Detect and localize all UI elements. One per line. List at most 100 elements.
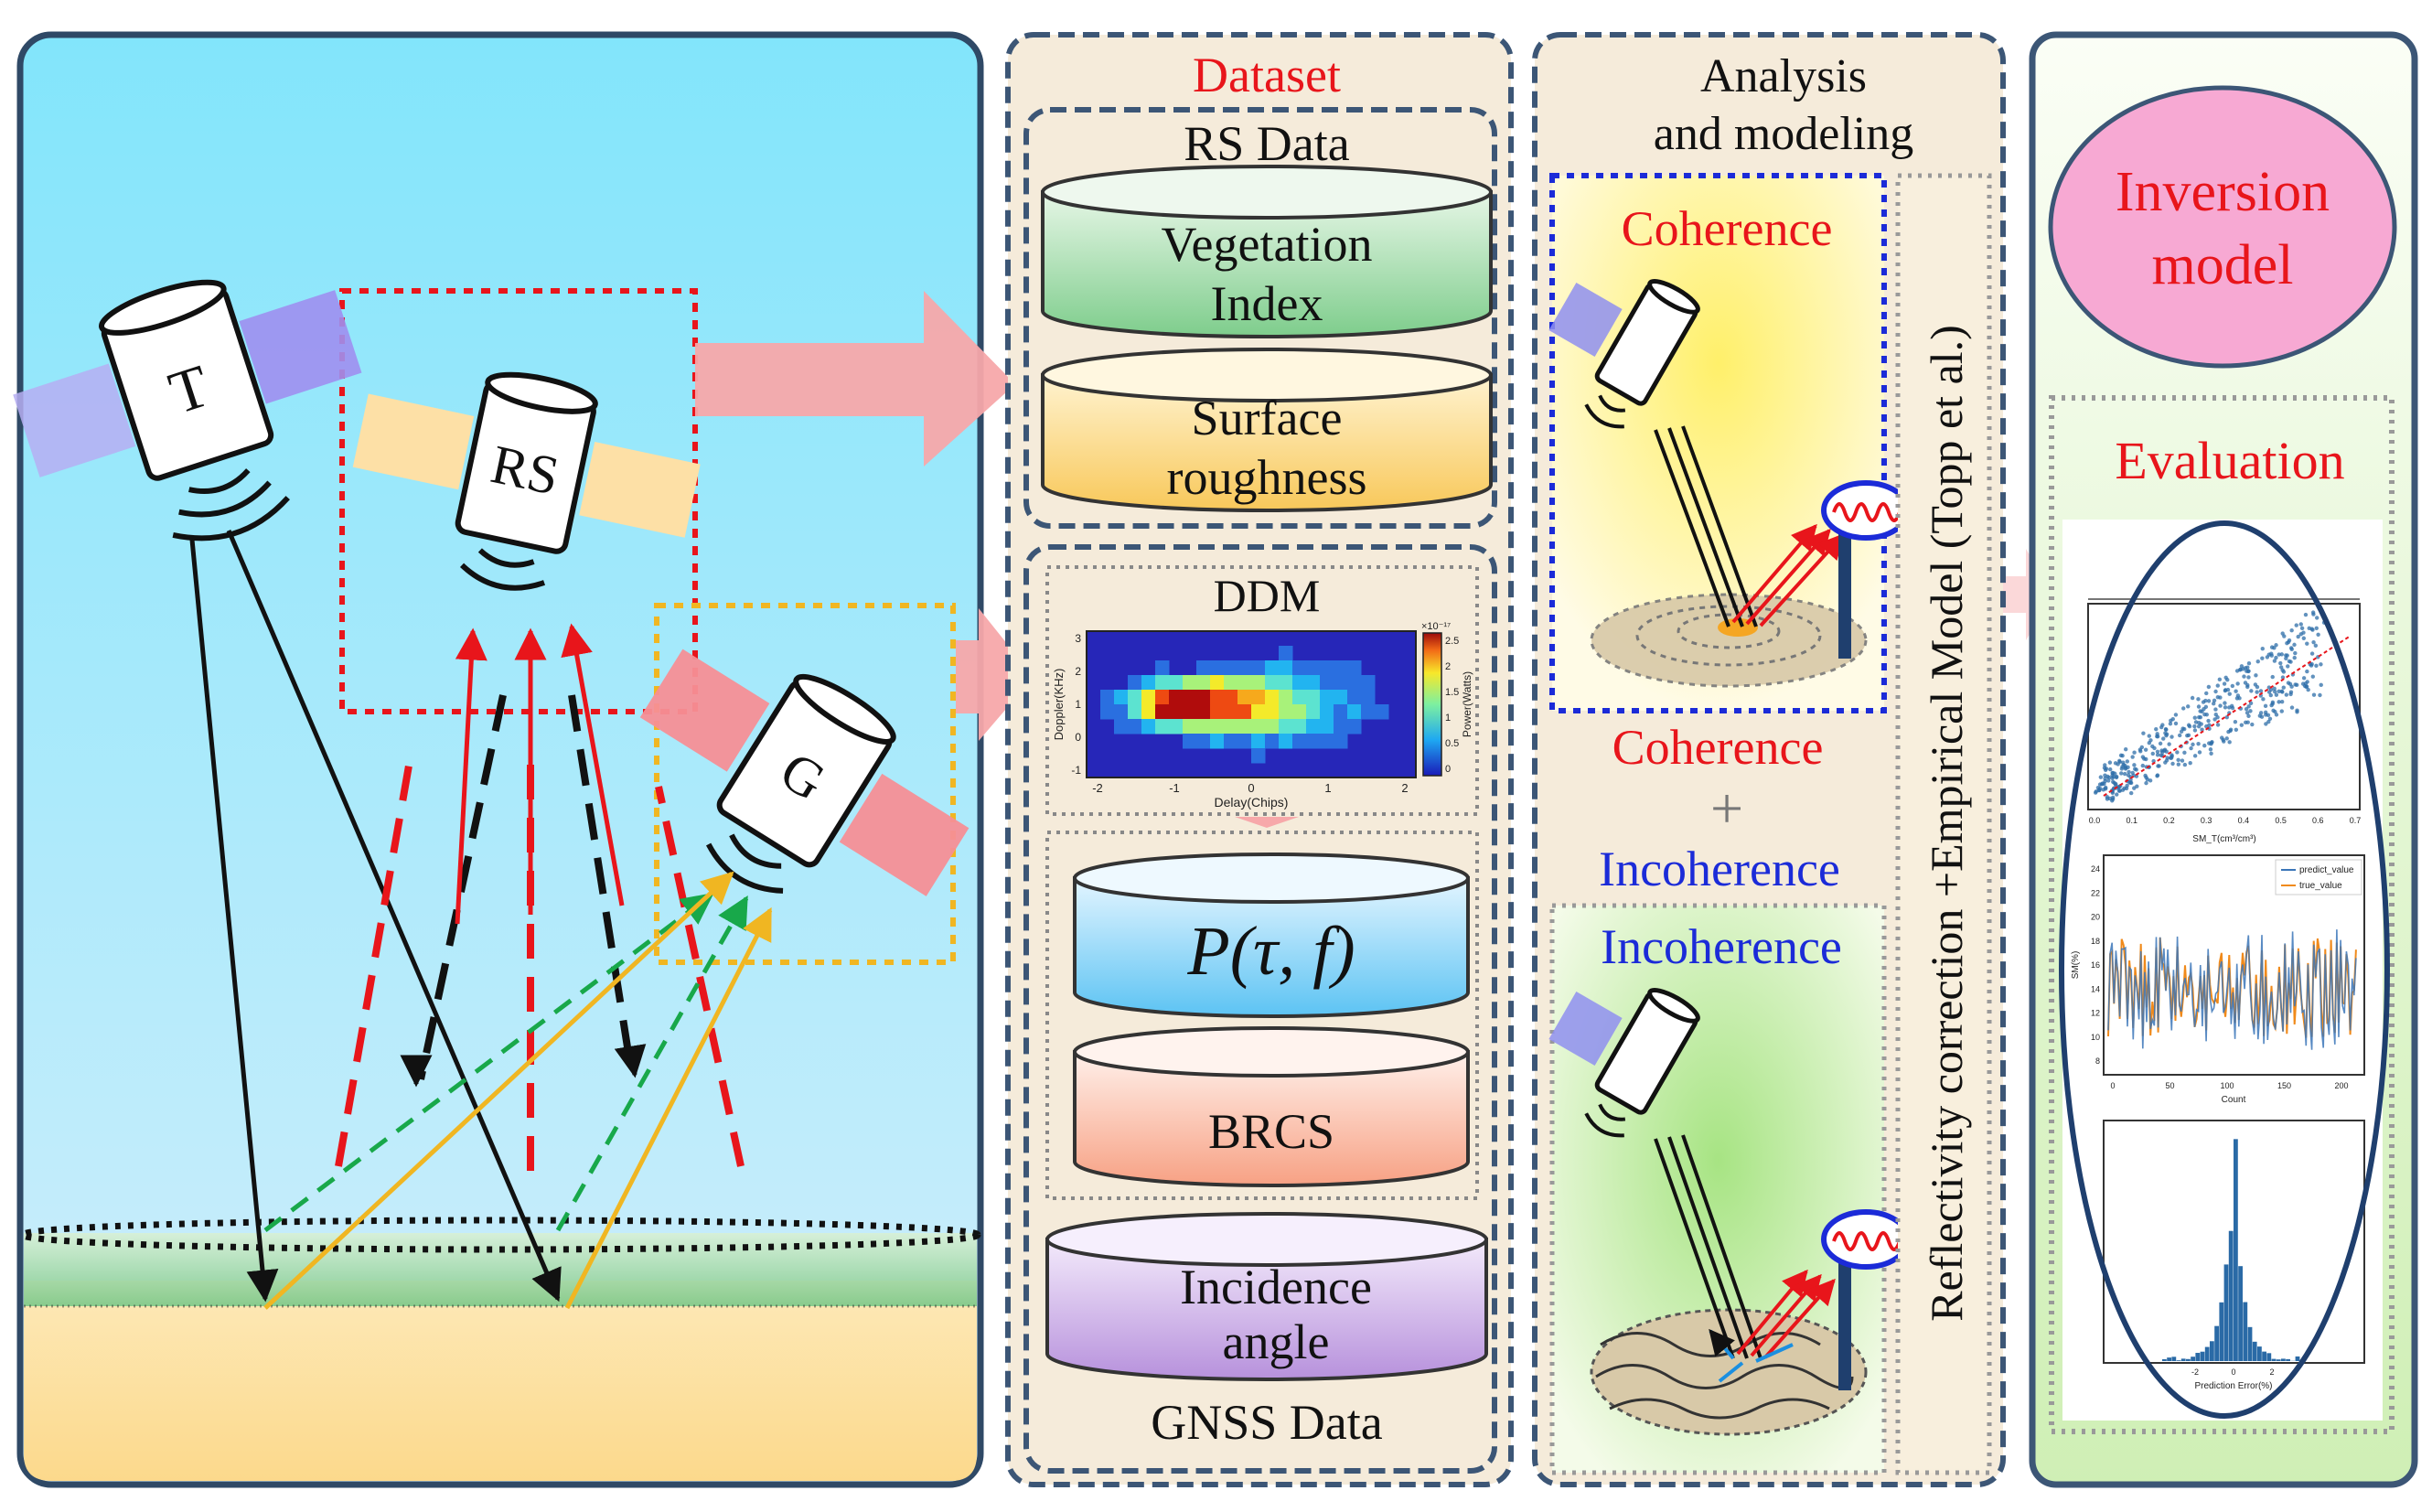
ddm-cell — [1347, 690, 1362, 705]
scatter-point — [2254, 673, 2258, 678]
scatter-x-tick-label: 0.1 — [2126, 816, 2137, 825]
scatter-point — [2206, 718, 2211, 724]
ddm-cell — [1183, 719, 1197, 735]
ddm-y-tick-label: -1 — [1071, 764, 1081, 777]
surface-roughness-cylinder: Surface roughness — [1041, 348, 1493, 512]
ddm-cell — [1292, 734, 1307, 749]
ddm-cell — [1279, 704, 1293, 720]
ddm-cell — [1306, 719, 1321, 735]
ddm-cell — [1128, 704, 1142, 720]
scatter-point — [2303, 612, 2309, 617]
ddm-cell — [1292, 704, 1307, 720]
scatter-point — [2111, 779, 2116, 784]
scatter-point — [2182, 762, 2188, 767]
scatter-point — [2284, 692, 2289, 697]
ddm-cell — [1183, 690, 1197, 705]
ddm-colorbar-tick-label: 0 — [1445, 764, 1451, 775]
scatter-point — [2213, 689, 2218, 694]
scatter-point — [2278, 665, 2284, 670]
histogram-bar — [2252, 1341, 2257, 1361]
scatter-point — [2230, 683, 2235, 689]
evaluation-plots-oval — [2059, 520, 2390, 1419]
ddm-cell — [1128, 690, 1142, 705]
ddm-cell — [1265, 704, 1280, 720]
scatter-point — [2305, 669, 2309, 674]
scatter-point — [2246, 713, 2251, 719]
ddm-cell — [1334, 704, 1348, 720]
scatter-point — [2281, 685, 2286, 690]
ddm-cell — [1292, 675, 1307, 691]
ddm-cell — [1251, 690, 1266, 705]
scatter-point — [2301, 636, 2307, 640]
ddm-cell — [1320, 675, 1334, 691]
ddm-cell — [1375, 704, 1389, 720]
ddm-cell — [1224, 704, 1238, 720]
histogram-bar — [2281, 1358, 2286, 1361]
scatter-point — [2295, 708, 2299, 713]
histogram-bar — [2266, 1353, 2272, 1361]
ddm-cell — [1265, 719, 1280, 735]
scatter-point — [2180, 758, 2185, 763]
scatter-point — [2110, 795, 2116, 799]
scatter-point — [2180, 726, 2185, 731]
scatter-point — [2143, 747, 2148, 752]
vegetation-line2: Index — [1211, 276, 1323, 331]
ddm-cell — [1251, 719, 1266, 735]
ddm-x-tick-label: -1 — [1169, 781, 1180, 795]
ddm-cell — [1224, 719, 1238, 735]
histogram-bar — [2195, 1353, 2201, 1361]
scatter-point — [2215, 723, 2221, 727]
scatter-point — [2137, 747, 2143, 752]
inversion-line1: Inversion — [2116, 161, 2330, 223]
scatter-point — [2270, 702, 2275, 706]
timeseries-ylabel: SM(%) — [2071, 951, 2081, 980]
scatter-point — [2268, 692, 2273, 698]
scatter-fit-line — [2103, 635, 2352, 797]
scatter-point — [2289, 627, 2294, 633]
ddm-cell — [1292, 690, 1307, 705]
scatter-point — [2223, 705, 2228, 710]
scatter-point — [2239, 723, 2245, 727]
dataset-title: Dataset — [1193, 48, 1341, 102]
ddm-cell — [1114, 704, 1129, 720]
scatter-point — [2168, 722, 2173, 726]
scatter-point — [2266, 719, 2271, 724]
timeseries-y-tick-label: 14 — [2091, 984, 2100, 993]
scatter-point — [2110, 799, 2115, 803]
scatter-point — [2106, 778, 2111, 783]
ddm-cell — [1334, 719, 1348, 735]
ddm-cell — [1279, 660, 1293, 676]
scatter-point — [2127, 769, 2131, 775]
ddm-cell — [1320, 660, 1334, 676]
ddm-cell — [1196, 704, 1211, 720]
scatter-point — [2249, 689, 2254, 693]
scatter-point — [2277, 700, 2281, 704]
scatter-point — [2294, 682, 2299, 688]
timeseries-y-tick-label: 24 — [2091, 864, 2100, 874]
scatter-point — [2192, 715, 2197, 720]
scatter-point — [2152, 745, 2157, 751]
ddm-cell — [1306, 675, 1321, 691]
ddm-y-tick-label: 0 — [1075, 731, 1081, 744]
scatter-point — [2105, 774, 2110, 779]
scatter-point — [2316, 632, 2320, 637]
scatter-point — [2127, 780, 2132, 785]
ddm-cell — [1347, 704, 1362, 720]
scatter-point — [2196, 704, 2202, 709]
ddm-cell — [1210, 690, 1225, 705]
ddm-cell — [1347, 719, 1362, 735]
ddm-cell — [1155, 704, 1170, 720]
roughness-line1: Surface — [1192, 391, 1343, 445]
dataset-panel: Dataset RS Data Vegetation Index Surface… — [1005, 32, 1514, 1487]
brcs-cylinder: BRCS — [1073, 1026, 1470, 1187]
ddm-cell — [1114, 690, 1129, 705]
scatter-x-tick-label: 0.0 — [2089, 816, 2101, 825]
timeseries-x-tick-label: 0 — [2110, 1081, 2115, 1090]
scatter-point — [2211, 701, 2216, 706]
ddm-cell — [1224, 734, 1238, 749]
ddm-cell — [1306, 660, 1321, 676]
scatter-point — [2215, 694, 2221, 700]
